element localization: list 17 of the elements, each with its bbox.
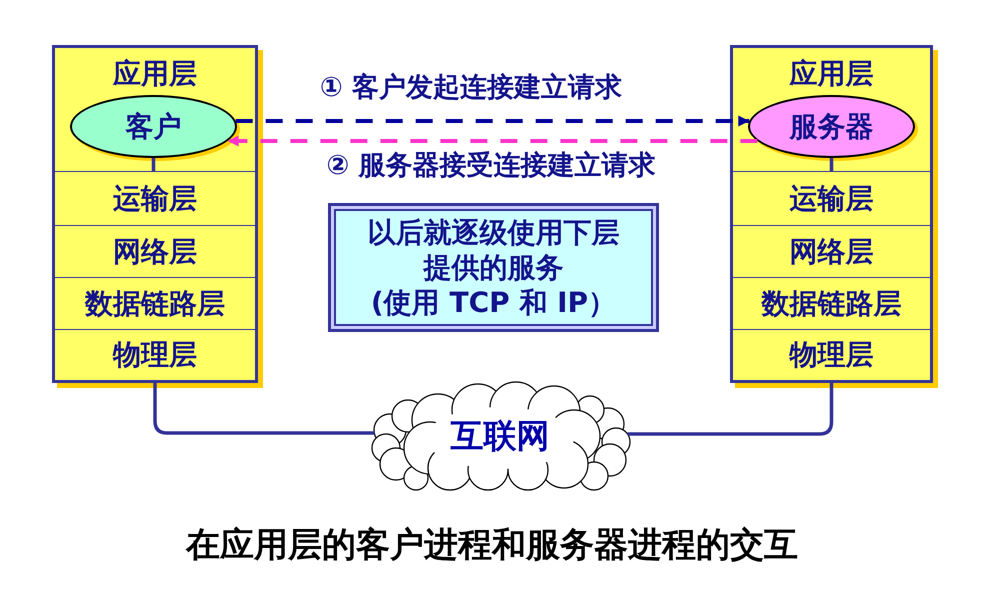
edge-label: ① 客户发起连接建立请求	[320, 71, 622, 105]
layer-label: 应用层	[113, 56, 197, 92]
process-ellipse: 服务器	[748, 95, 915, 158]
note-text: 以后就逐级使用下层提供的服务	[366, 215, 620, 285]
edge-label: ② 服务器接受连接建立请求	[326, 149, 656, 183]
note-text: (使用 TCP 和 IP）	[370, 285, 616, 320]
process-ellipse: 客户	[70, 95, 237, 158]
connector-line	[830, 158, 834, 172]
connector-line	[153, 380, 374, 435]
note-box	[328, 203, 659, 332]
arrow	[236, 116, 750, 126]
connector-line	[628, 380, 834, 436]
layer-label: 应用层	[790, 56, 874, 92]
caption: 在应用层的客户进程和服务器进程的交互	[186, 524, 798, 566]
connector-line	[152, 158, 156, 172]
cloud: 互联网	[368, 380, 632, 492]
arrow	[228, 136, 758, 146]
